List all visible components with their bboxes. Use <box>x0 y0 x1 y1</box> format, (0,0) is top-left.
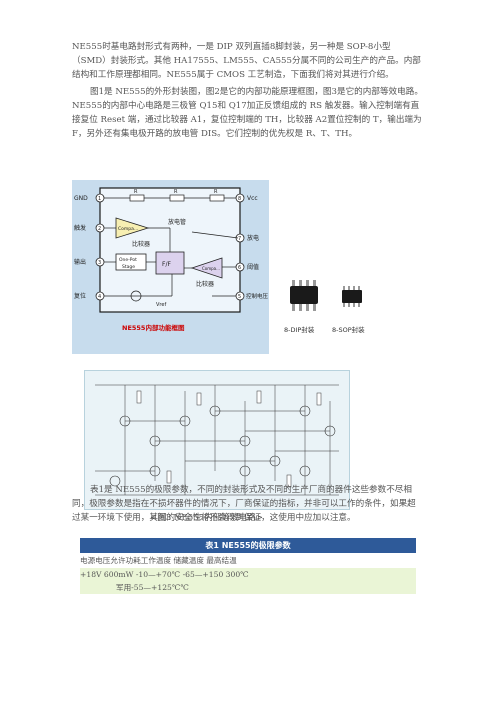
table-row-values: +18V 600mW -10—+70℃ -65—+150 300℃ <box>80 570 249 579</box>
limits-paragraph: 表1是 NE555的极限参数，不同的封装形式及不同的生产厂商的器件这些参数不尽相… <box>72 485 416 523</box>
resistor-icons <box>136 390 322 488</box>
svg-text:触发: 触发 <box>74 224 86 232</box>
comparator-2-label: Compa... <box>202 266 220 271</box>
comparator-2-cn: 比较器 <box>196 280 214 288</box>
vref-label: Vref <box>156 302 166 308</box>
svg-text:复位: 复位 <box>74 292 86 300</box>
pin-threshold: 6 阈值 <box>235 262 259 272</box>
reset-transistor-icon <box>130 290 142 302</box>
svg-text:放电: 放电 <box>247 234 259 242</box>
table-row: +18V 600mW -10—+70℃ -65—+150 300℃ 军用-55—… <box>80 568 416 594</box>
comparator-1-label: Compa... <box>118 226 138 232</box>
discharge-transistor-label: 放电管 <box>168 218 186 226</box>
comparator-1-cn: 比较器 <box>132 240 150 248</box>
equivalent-circuit-svg <box>95 384 339 496</box>
svg-text:GND: GND <box>74 195 88 202</box>
intro-paragraph: NE555时基电路封形式有两种，一是 DIP 双列直插8脚封装，另一种是 SOP… <box>72 42 421 80</box>
resistor-2 <box>169 194 185 202</box>
pin-output: 3 输出 <box>74 257 105 267</box>
svg-text:控制电压: 控制电压 <box>246 292 269 300</box>
package-images: 8-DIP封装 8-SOP封装 <box>282 266 376 344</box>
table-header-row: 电源电压允许功耗工作温度 储藏温度 最高结温 <box>80 554 416 567</box>
svg-text:阈值: 阈值 <box>247 263 259 271</box>
equivalent-circuit-figure <box>84 370 350 510</box>
dip-package-icon <box>290 280 318 311</box>
svg-text:Vcc: Vcc <box>247 195 258 202</box>
sop-label: 8-SOP封装 <box>332 325 365 334</box>
pin-gnd: 1 GND <box>74 193 105 203</box>
description-paragraph: 图1是 NE555的外形封装图，图2是它的内部功能原理框图，图3是它的内部等效电… <box>72 87 423 139</box>
figure3-caption: <图3 NE555内部等效电路> <box>150 513 263 523</box>
figure1-caption: NE555内部功能框图 <box>122 323 185 332</box>
svg-text:5: 5 <box>238 294 241 300</box>
table-title: 表1 NE555的极限参数 <box>80 538 416 553</box>
comparator-2 <box>190 257 223 279</box>
resistor-label: R <box>134 189 138 195</box>
svg-text:输出: 输出 <box>74 258 86 266</box>
svg-text:Stage: Stage <box>122 264 135 270</box>
svg-text:7: 7 <box>238 236 241 242</box>
pin-discharge: 7 放电 <box>235 233 259 243</box>
resistor-label: R <box>174 189 178 195</box>
transistor-icons <box>109 405 336 487</box>
resistor-label: R <box>214 189 218 195</box>
table-row-military: 军用-55—+125℃℃ <box>116 583 189 592</box>
pin-trigger: 2 触发 <box>74 223 105 233</box>
pin-reset: 4 复位 <box>74 291 105 301</box>
dip-label: 8-DIP封装 <box>284 325 315 334</box>
svg-text:F/F: F/F <box>162 261 171 268</box>
pin-vcc: 8 Vcc <box>235 193 258 203</box>
svg-text:1: 1 <box>98 196 101 202</box>
pin-control-voltage: 5 控制电压 <box>235 291 269 301</box>
svg-text:One-Pot: One-Pot <box>119 257 137 263</box>
resistor-1 <box>129 194 145 202</box>
svg-text:3: 3 <box>98 260 101 266</box>
svg-text:6: 6 <box>238 265 241 271</box>
svg-text:8: 8 <box>238 196 241 202</box>
block-diagram-figure: R R R 1 GND 2 触发 3 输出 4 复位 8 Vcc <box>72 180 269 354</box>
sop-package-icon <box>342 286 362 307</box>
block-diagram-svg: R R R 1 GND 2 触发 3 输出 4 复位 8 Vcc <box>74 187 269 332</box>
svg-text:4: 4 <box>98 294 101 300</box>
svg-text:2: 2 <box>98 226 101 232</box>
resistor-3 <box>209 194 225 202</box>
